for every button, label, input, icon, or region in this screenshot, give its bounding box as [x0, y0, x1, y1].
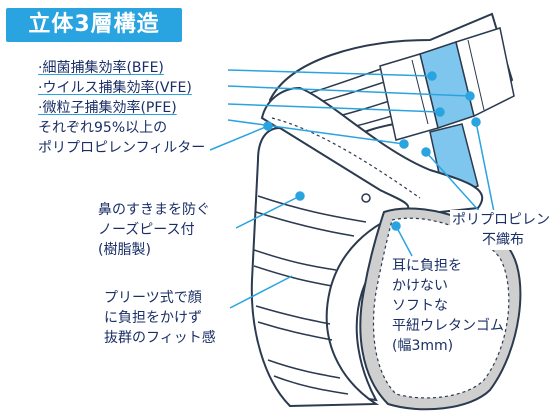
filter-annotation-line: それぞれ95%以上の — [38, 120, 168, 136]
ear-annotation-line: 耳に負担を — [392, 258, 462, 274]
nose-annotation-line: 鼻のすきまを防ぐ — [98, 202, 210, 218]
ear-annotation-line: 平紐ウレタンゴム — [392, 318, 504, 334]
nonwoven-annotation-line: ポリプロピレン — [452, 212, 550, 228]
pleat-annotation: プリーツ式で顔 に負担をかけず 抜群のフィット感 — [104, 288, 216, 348]
filter-annotation-line: ·ウイルス捕集効率(VFE) — [38, 80, 192, 96]
nose-annotation: 鼻のすきまを防ぐ ノーズピース付 (樹脂製) — [98, 200, 210, 260]
pleat-annotation-line: 抜群のフィット感 — [104, 330, 216, 346]
ear-annotation: 耳に負担を かけない ソフトな 平紐ウレタンゴム (幅3mm) — [392, 256, 504, 356]
nonwoven-annotation-line: 不織布 — [482, 232, 524, 248]
filter-annotation-line: ポリプロピレンフィルター — [38, 140, 206, 156]
pleat-annotation-line: に負担をかけず — [104, 310, 202, 326]
leader-lines — [209, 69, 495, 309]
pleat-annotation-line: プリーツ式で顔 — [104, 290, 202, 306]
ear-annotation-line: (幅3mm) — [392, 338, 454, 354]
filter-annotation-line: ·微粒子捕集効率(PFE) — [38, 100, 177, 116]
title-badge: 立体3層構造 — [6, 8, 182, 42]
nonwoven-annotation: ポリプロピレン 不織布 — [450, 210, 552, 250]
ear-annotation-line: ソフトな — [392, 298, 448, 314]
mask-body — [250, 86, 484, 408]
filter-annotation-line: ·細菌捕集効率(BFE) — [38, 60, 164, 76]
filter-annotation: ·細菌捕集効率(BFE) ·ウイルス捕集効率(VFE) ·微粒子捕集効率(PFE… — [38, 58, 205, 158]
nose-annotation-line: (樹脂製) — [98, 242, 151, 258]
ear-annotation-line: かけない — [392, 278, 448, 294]
ear-loop — [359, 207, 522, 411]
nose-annotation-line: ノーズピース付 — [98, 222, 195, 238]
